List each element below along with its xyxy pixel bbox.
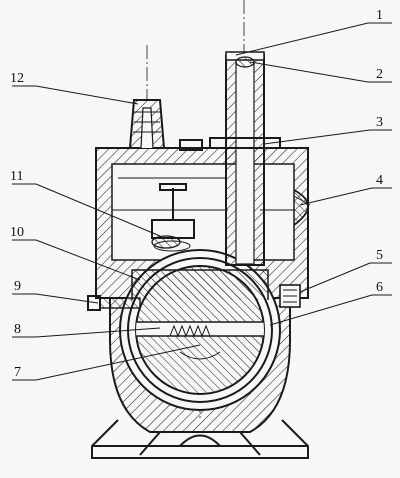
callout-10: 10 xyxy=(10,225,24,240)
callout-12: 12 xyxy=(10,71,24,86)
top-plug xyxy=(179,139,203,151)
float-valve xyxy=(151,183,195,252)
sight-glass xyxy=(293,189,311,226)
pump-base xyxy=(91,419,309,459)
callout-5: 5 xyxy=(376,248,383,263)
inlet-nozzle xyxy=(129,99,165,149)
callout-4: 4 xyxy=(376,173,383,188)
callout-7: 7 xyxy=(14,365,21,380)
callout-11: 11 xyxy=(10,169,23,184)
rotor xyxy=(135,265,265,395)
callout-8: 8 xyxy=(14,322,21,337)
callout-2: 2 xyxy=(376,67,383,82)
callout-1: 1 xyxy=(376,8,383,23)
callout-9: 9 xyxy=(14,279,21,294)
shaft-tube xyxy=(209,51,281,266)
left-bolt xyxy=(87,295,141,311)
callout-6: 6 xyxy=(376,280,383,295)
leader-lines xyxy=(12,22,392,381)
right-valve xyxy=(279,284,301,308)
callout-3: 3 xyxy=(376,115,383,130)
